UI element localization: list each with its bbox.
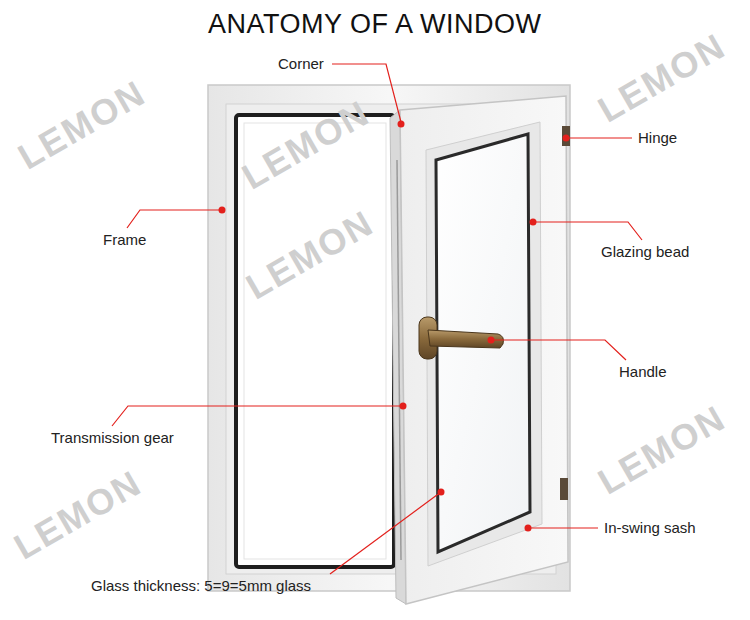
leader-line bbox=[528, 527, 598, 528]
hinge bbox=[562, 126, 570, 146]
leader-line bbox=[330, 492, 441, 574]
leader-line bbox=[127, 210, 222, 228]
handle-lever bbox=[428, 330, 503, 348]
part-label: In-swing sash bbox=[604, 519, 696, 537]
leader-dot bbox=[488, 337, 495, 344]
part-label: Transmission gear bbox=[51, 429, 174, 447]
leader-line bbox=[491, 340, 626, 360]
leader-line bbox=[533, 222, 642, 240]
part-label: Glass thickness: 5=9=5mm glass bbox=[91, 577, 311, 595]
glazing-bead bbox=[426, 122, 542, 566]
leader-line bbox=[566, 137, 632, 138]
leader-dot bbox=[525, 525, 532, 532]
leader-dot bbox=[219, 207, 226, 214]
leader-dot bbox=[530, 219, 537, 226]
watermark: LEMON bbox=[591, 26, 732, 131]
leader-line bbox=[112, 406, 403, 426]
hinge bbox=[560, 478, 568, 500]
watermark: LEMON bbox=[591, 398, 732, 503]
watermark: LEMON bbox=[11, 73, 152, 178]
watermark: LEMON bbox=[7, 463, 148, 568]
leader-dot bbox=[400, 403, 407, 410]
part-label: Corner bbox=[278, 55, 324, 73]
part-label: Handle bbox=[619, 363, 667, 381]
leader-dot bbox=[398, 121, 405, 128]
window-frame bbox=[208, 85, 570, 591]
diagram-title: ANATOMY OF A WINDOW bbox=[208, 8, 542, 40]
leader-dot bbox=[563, 135, 570, 142]
transmission-rod bbox=[397, 160, 401, 560]
part-label: Frame bbox=[103, 231, 146, 249]
leader-dot bbox=[438, 489, 445, 496]
part-label: Glazing bead bbox=[601, 243, 689, 261]
part-label: Hinge bbox=[638, 129, 677, 147]
